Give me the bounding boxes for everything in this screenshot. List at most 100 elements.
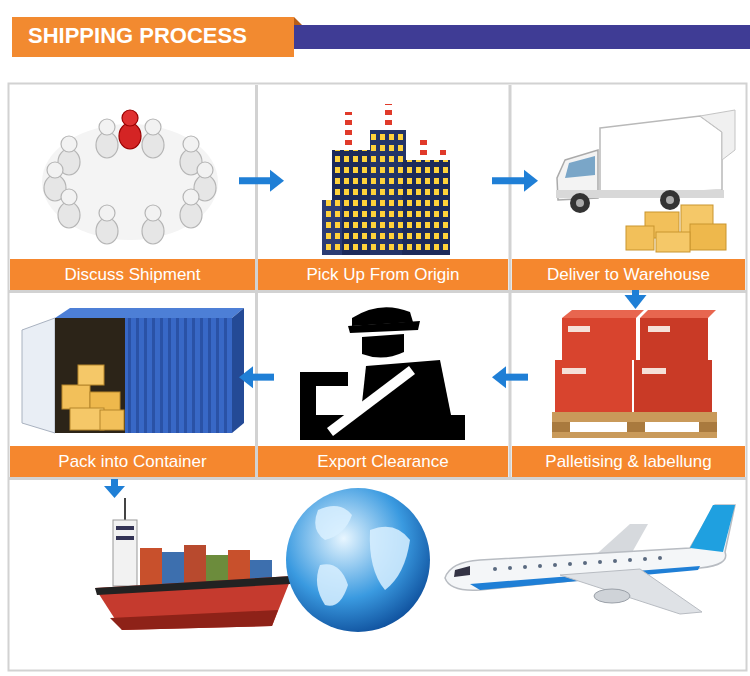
meeting-people-part	[142, 205, 164, 244]
process-panel: Deliver to Warehouse	[512, 85, 745, 290]
delivery-truck	[556, 110, 735, 252]
cargo-ship-part	[110, 610, 278, 630]
process-panel: Palletising & labellung	[512, 293, 745, 477]
factory-part	[385, 104, 392, 132]
globe	[286, 488, 430, 632]
label-band: Pack into Container	[10, 446, 255, 477]
cargo-ship-part	[184, 545, 206, 586]
title-banner-part	[290, 25, 750, 49]
airplane-part-part	[658, 556, 662, 560]
airplane-part	[690, 505, 735, 552]
cargo-ship-part	[140, 548, 162, 586]
delivery-truck-part	[565, 156, 595, 178]
airplane-part-part	[493, 567, 497, 571]
arrow-head	[624, 295, 646, 309]
meeting-people-part-part	[61, 189, 77, 205]
factory-part	[402, 160, 450, 255]
shipping-container-part	[22, 318, 55, 433]
airplane	[445, 505, 735, 614]
label-band: Palletising & labellung	[512, 446, 745, 477]
shipping-container-part	[55, 318, 127, 433]
meeting-people-part-part	[145, 205, 161, 221]
airplane-part	[560, 569, 702, 614]
meeting-people-part-part	[96, 132, 118, 158]
meeting-people-part-part	[142, 132, 164, 158]
meeting-people-part-part	[119, 123, 141, 149]
delivery-truck-part	[656, 232, 690, 252]
globe-part	[317, 564, 348, 606]
palletised-boxes-part	[568, 326, 590, 332]
shipping-container-part	[55, 308, 244, 318]
delivery-truck-part	[626, 226, 654, 250]
step-label: Palletising & labellung	[545, 452, 711, 472]
meeting-people-part-part	[183, 136, 199, 152]
shipping-container-part	[78, 365, 104, 385]
shipping-container-part	[70, 408, 104, 430]
label-band: Discuss Shipment	[10, 259, 255, 290]
factory-part	[370, 130, 406, 255]
meeting-people-part-part	[145, 119, 161, 135]
process-panel: Export Clearance	[258, 293, 508, 477]
transport-arrow-part	[104, 486, 125, 498]
airplane-part-part	[553, 563, 557, 567]
process-panel: Pick Up From Origin	[258, 85, 508, 290]
palletised-boxes-part	[555, 360, 632, 412]
arrow-shaft	[504, 374, 528, 381]
flow-arrow	[492, 170, 538, 192]
airplane-part-part	[583, 561, 587, 565]
arrow-head	[524, 170, 538, 192]
factory-part	[420, 138, 427, 162]
meeting-people-part	[119, 110, 141, 149]
palletised-boxes-part	[640, 318, 708, 360]
customs-officer-icon-part	[300, 372, 348, 386]
meeting-people-part	[96, 119, 118, 158]
meeting-people-part-part	[47, 162, 63, 178]
factory	[322, 104, 450, 255]
shipping-container-part	[125, 318, 232, 433]
customs-officer-icon	[300, 307, 465, 440]
airplane-part-part	[643, 557, 647, 561]
shipping-container-part	[232, 308, 244, 433]
airplane-part-part	[508, 566, 512, 570]
arrow-shaft	[251, 374, 274, 381]
delivery-truck-part	[700, 110, 735, 160]
airplane-part-part	[538, 564, 542, 568]
meeting-people-part-part	[142, 218, 164, 244]
delivery-truck-part	[666, 196, 674, 204]
step-label: Pack into Container	[58, 452, 206, 472]
flow-arrow	[239, 366, 274, 388]
title: SHIPPING PROCESS	[28, 22, 247, 50]
step-label: Discuss Shipment	[64, 265, 200, 285]
airplane-part	[454, 566, 470, 577]
palletised-boxes-part	[634, 360, 712, 412]
transport-arrow	[104, 479, 125, 498]
meeting-people-part-part	[99, 119, 115, 135]
label-band: Deliver to Warehouse	[512, 259, 745, 290]
cargo-ship-part	[95, 576, 292, 630]
customs-officer-icon-part	[362, 334, 404, 358]
transport-arrow-part	[111, 479, 118, 487]
meeting-people-part-part	[99, 205, 115, 221]
arrow-shaft	[239, 177, 272, 184]
step-label: Pick Up From Origin	[306, 265, 459, 285]
meeting-people-part-part	[180, 202, 202, 228]
meeting-people-part	[42, 124, 218, 240]
airplane-part-part	[613, 559, 617, 563]
airplane-part	[594, 589, 630, 603]
meeting-people-part	[96, 205, 118, 244]
factory-part	[322, 200, 342, 255]
cargo-ship-part	[116, 526, 134, 530]
airplane-part-part	[598, 560, 602, 564]
meeting-people	[42, 110, 218, 244]
title-banner-part	[294, 17, 302, 25]
palletised-boxes	[552, 310, 717, 438]
factory-part	[322, 200, 342, 255]
cargo-ship-part	[95, 576, 292, 595]
arrow-head	[239, 366, 253, 388]
meeting-people-part-part	[96, 218, 118, 244]
meeting-people-part-part	[61, 136, 77, 152]
globe-part	[315, 506, 352, 540]
shipping-container-part	[100, 410, 124, 430]
cargo-ship-part	[124, 498, 126, 522]
